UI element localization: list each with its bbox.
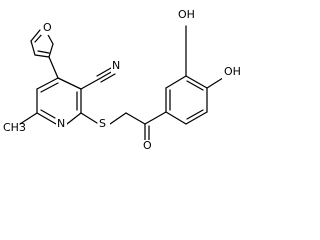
nitrile-nitrogen-label: N xyxy=(112,59,120,72)
bond-benzene-5 xyxy=(185,111,208,125)
bond-methyl xyxy=(19,112,38,125)
ketone-oxygen-label: O xyxy=(143,139,152,152)
bond-benzene-3-double xyxy=(186,80,204,91)
bond-pyridine-4 xyxy=(66,112,82,125)
bond-furan-3 xyxy=(34,54,50,58)
bond-nitrile-triple-b xyxy=(96,67,112,77)
bond-pyridine-1 xyxy=(36,77,59,90)
atom-labels: O N N S O OH OH CH3 xyxy=(3,8,242,153)
bond-pyridine-3 xyxy=(36,112,57,125)
bond-lines xyxy=(19,25,227,142)
bond-pyridine-6 xyxy=(57,77,82,90)
bond-carbonyl-phenyl xyxy=(144,111,167,125)
bond-nitrile-triple-a xyxy=(98,70,114,80)
bond-pyridine-3-double xyxy=(40,109,56,119)
bond-furan-4 xyxy=(48,43,54,58)
bond-benzene-3 xyxy=(185,75,208,89)
bond-benzene-2 xyxy=(165,75,187,89)
hydroxyl-right-label: OH xyxy=(224,65,241,78)
molecule-drawing: O N N S O OH OH CH3 xyxy=(3,8,242,153)
bond-furan-1 xyxy=(30,29,41,42)
bond-furan-3-double xyxy=(37,50,50,54)
methyl-label: CH3 xyxy=(3,121,26,134)
bond-furan-pyridine xyxy=(48,56,59,79)
bond-sulfur-ch2 xyxy=(109,112,127,125)
hydroxyl-top-label: OH xyxy=(178,8,195,21)
bond-nitrile-connector xyxy=(80,78,100,90)
bond-pyridine-1-double xyxy=(40,82,59,93)
furan-oxygen-label: O xyxy=(43,21,52,34)
pyridine-nitrogen-label: N xyxy=(57,117,65,130)
bond-ch2-carbonyl xyxy=(125,112,146,125)
bond-benzene-6 xyxy=(165,111,187,125)
bond-benzene-5-double xyxy=(186,109,204,120)
bond-pyridine-sulfur xyxy=(80,112,98,124)
bond-nitrile-triple-c xyxy=(100,73,116,83)
bond-furan-2 xyxy=(30,40,36,56)
chemical-structure-canvas: O N N S O OH OH CH3 xyxy=(3,8,242,153)
sulfur-label: S xyxy=(99,117,106,130)
